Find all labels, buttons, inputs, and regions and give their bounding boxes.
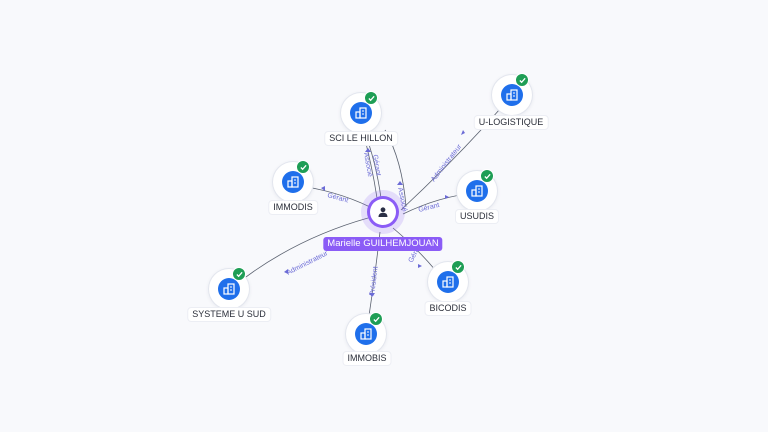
company-label-usudis[interactable]: USUDIS [455,210,499,223]
company-node-u-logistique[interactable] [492,73,534,117]
verified-check-icon [480,169,494,183]
building-icon [350,102,372,124]
company-node-bicodis[interactable] [428,260,470,304]
edge-label-associe-sci: Associé [362,152,373,177]
company-node-immobis[interactable] [346,312,388,356]
company-node-usudis[interactable] [457,169,499,213]
edge-label-gerant-sci: Gérant [371,154,382,176]
edge-label-president-immobis: Président [369,266,380,296]
company-label-immobis[interactable]: IMMOBIS [343,352,391,365]
edge-label-associe-sci-2: Associé [396,187,408,213]
verified-check-icon [232,267,246,281]
verified-check-icon [369,312,383,326]
verified-check-icon [451,260,465,274]
edge-u-logistique [400,100,508,211]
person-name-label[interactable]: Marielle GUILHEMJOUAN [323,237,443,251]
building-icon [282,171,304,193]
edge-arrows [284,130,465,297]
building-icon [437,271,459,293]
person-node[interactable] [361,190,405,234]
company-label-u-logistique[interactable]: U-LOGISTIQUE [474,116,548,129]
person-icon [370,199,396,225]
edge-label-gerant-usudis: Gérant [418,202,441,214]
company-node-immodis[interactable] [273,160,315,204]
building-icon [355,323,377,345]
verified-check-icon [364,91,378,105]
edge-label-administrateur-sysu: Administrateur [286,250,330,277]
company-label-immodis[interactable]: IMMODIS [269,201,317,214]
company-node-sci-le-hillon[interactable] [341,91,383,135]
company-label-systeme-u-sud[interactable]: SYSTEME U SUD [188,308,270,321]
company-label-bicodis[interactable]: BICODIS [425,302,471,315]
verified-check-icon [515,73,529,87]
company-label-sci-le-hillon[interactable]: SCI LE HILLON [325,132,397,145]
building-icon [501,84,523,106]
company-node-systeme-u-sud[interactable] [209,267,251,311]
edge-label-gerant-immodis: Gérant [326,192,349,204]
verified-check-icon [296,160,310,174]
building-icon [466,180,488,202]
building-icon [218,278,240,300]
